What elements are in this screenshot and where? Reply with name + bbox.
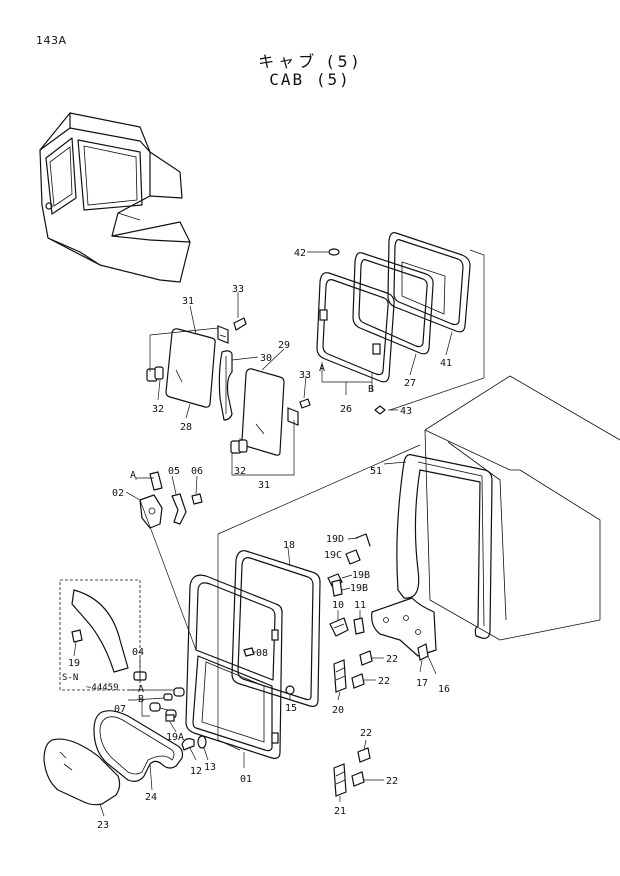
label-33: 33 xyxy=(232,284,244,295)
label-42: 42 xyxy=(294,248,306,259)
screw-33-upper xyxy=(233,317,247,331)
bolt-17 xyxy=(417,643,429,661)
label-43: 43 xyxy=(400,406,412,417)
door-frame-seal-51 xyxy=(396,454,493,639)
cab-body-outline xyxy=(424,375,620,641)
label-16: 16 xyxy=(438,684,450,695)
serial-prefix: S-N xyxy=(62,673,78,683)
label-10: 10 xyxy=(332,600,344,611)
title-japanese: キャブ (5) xyxy=(258,52,362,71)
label-02: 02 xyxy=(112,488,124,499)
washer-13 xyxy=(197,735,207,749)
label-06: 06 xyxy=(191,466,203,477)
label-19B-upper: 19B xyxy=(352,570,370,581)
label-01: 01 xyxy=(240,774,252,785)
label-19D: 19D xyxy=(326,534,344,545)
label-27: 27 xyxy=(404,378,416,389)
link-19C xyxy=(345,549,361,565)
title-english: CAB (5) xyxy=(269,70,351,89)
label-A-26: A xyxy=(319,363,325,374)
latch-bracket-31-upper xyxy=(217,325,229,344)
bolts-22 xyxy=(351,650,373,787)
label-22-c: 22 xyxy=(360,728,372,739)
cab-overview-illustration xyxy=(39,112,191,283)
serial-number: ~44459 xyxy=(86,683,119,693)
label-22-d: 22 xyxy=(386,776,398,787)
label-26: 26 xyxy=(340,404,352,415)
window-glass-28 xyxy=(165,328,216,408)
label-32-lower: 32 xyxy=(234,466,246,477)
label-19A: 19A xyxy=(166,732,184,743)
label-21: 21 xyxy=(334,806,346,817)
label-30: 30 xyxy=(260,353,272,364)
window-seal-26 xyxy=(316,272,395,383)
bolt-06 xyxy=(191,493,203,505)
hinge-21 xyxy=(333,763,347,797)
channel-30 xyxy=(218,350,233,421)
label-23: 23 xyxy=(97,820,109,831)
label-04: 04 xyxy=(132,647,144,658)
label-22-b: 22 xyxy=(378,676,390,687)
label-A-lock: A xyxy=(130,470,136,481)
label-28: 28 xyxy=(180,422,192,433)
bolt-15 xyxy=(285,685,295,695)
window-glass-29 xyxy=(241,368,285,456)
clip-43 xyxy=(374,405,386,415)
label-19: 19 xyxy=(68,658,80,669)
label-29: 29 xyxy=(278,340,290,351)
label-13: 13 xyxy=(204,762,216,773)
door-frame-18 xyxy=(231,550,321,707)
label-18: 18 xyxy=(283,540,295,551)
label-A-door: A xyxy=(138,684,144,695)
label-20: 20 xyxy=(332,705,344,716)
label-19C: 19C xyxy=(324,550,342,561)
label-31: 31 xyxy=(182,296,194,307)
label-33-lower: 33 xyxy=(299,370,311,381)
label-24: 24 xyxy=(145,792,157,803)
hinge-20 xyxy=(333,659,347,693)
page-number: 143A xyxy=(36,34,67,47)
part-labels: 42 33 31 30 29 33 32 28 32 31 26 27 41 4… xyxy=(62,248,452,831)
window-seal-27 xyxy=(352,252,434,355)
label-B-door: B xyxy=(138,694,144,705)
label-17: 17 xyxy=(416,678,428,689)
leader-lines xyxy=(73,251,453,817)
stop-32-lower xyxy=(230,439,248,454)
window-seal-41 xyxy=(387,232,471,333)
label-31-lower: 31 xyxy=(258,480,270,491)
label-05: 05 xyxy=(168,466,180,477)
seal-24 xyxy=(93,710,184,782)
latch-bracket-31-lower xyxy=(287,407,299,426)
door-01 xyxy=(185,574,283,759)
label-32: 32 xyxy=(152,404,164,415)
pin-08 xyxy=(243,647,255,657)
label-51: 51 xyxy=(370,466,382,477)
glass-23 xyxy=(43,738,121,806)
door-lock-02 xyxy=(139,471,163,529)
label-15: 15 xyxy=(285,703,297,714)
label-11: 11 xyxy=(354,600,366,611)
label-08: 08 xyxy=(256,648,268,659)
striker-10 xyxy=(329,617,349,637)
handle-05 xyxy=(171,493,187,525)
label-19B-lower: 19B xyxy=(350,583,368,594)
joint-19B xyxy=(327,573,343,597)
label-B-26: B xyxy=(368,384,374,395)
striker-12 xyxy=(181,738,195,751)
rod-19D xyxy=(355,533,371,547)
roller-07 xyxy=(149,687,185,719)
stop-32-upper xyxy=(146,366,164,382)
label-12: 12 xyxy=(190,766,202,777)
label-22-a: 22 xyxy=(386,654,398,665)
clip-19A xyxy=(165,714,175,722)
screw-33-lower xyxy=(299,398,311,409)
bolt-11 xyxy=(353,617,365,635)
grommet-42 xyxy=(328,248,340,256)
label-07: 07 xyxy=(114,704,126,715)
label-41: 41 xyxy=(440,358,452,369)
